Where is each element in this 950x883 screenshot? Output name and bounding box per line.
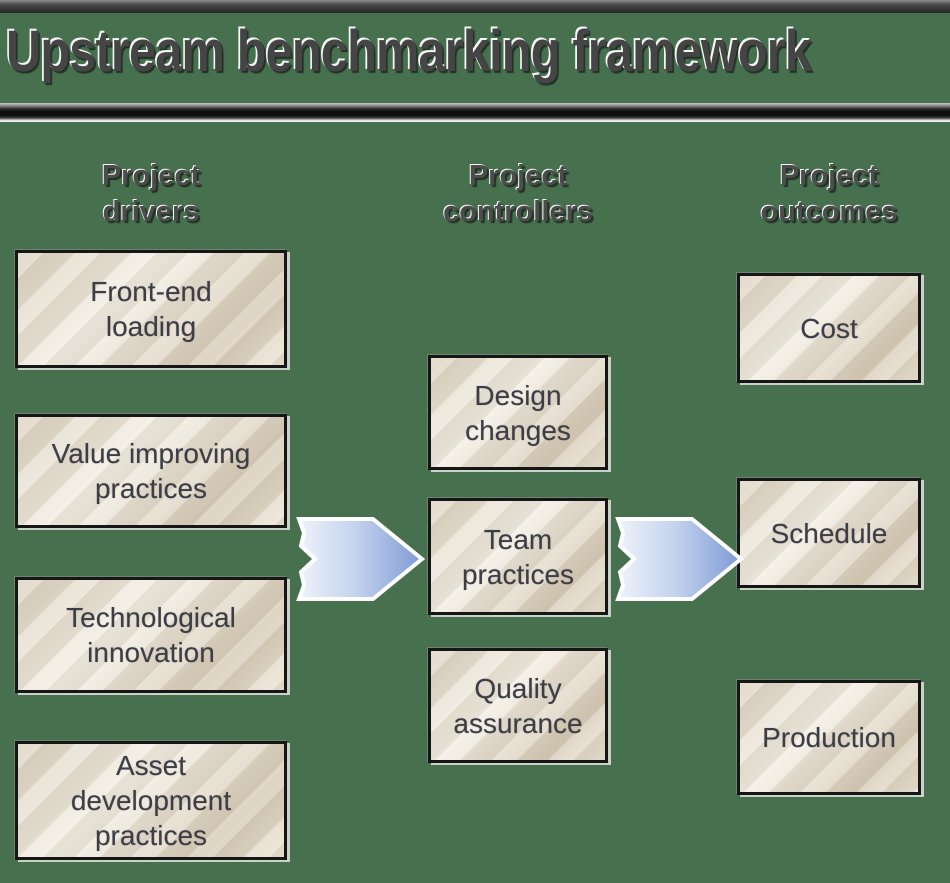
page-title: Upstream benchmarking framework: [6, 19, 946, 84]
page-title-text: Upstream benchmarking framework: [6, 19, 812, 84]
node-quality-assurance: Quality assurance: [428, 648, 608, 763]
right-arrow-icon: [296, 517, 426, 601]
node-technological-innovation: Technological innovation: [15, 577, 287, 693]
column-header-project-outcomes: Project outcomes: [760, 160, 898, 229]
right-arrow-icon: [615, 517, 745, 601]
column-header-project-drivers: Project drivers: [101, 160, 201, 229]
node-team-practices: Team practices: [428, 498, 608, 615]
node-asset-development-practices: Asset development practices: [15, 741, 287, 860]
top-rule-bar: [0, 0, 950, 13]
node-schedule: Schedule: [737, 478, 921, 588]
node-design-changes: Design changes: [428, 355, 608, 470]
node-value-improving-practices: Value improving practices: [15, 414, 287, 528]
node-front-end-loading: Front-end loading: [15, 250, 287, 368]
title-divider-rule: [0, 103, 950, 122]
node-production: Production: [737, 680, 921, 795]
node-cost: Cost: [737, 273, 921, 383]
column-header-project-controllers: Project controllers: [443, 160, 593, 229]
